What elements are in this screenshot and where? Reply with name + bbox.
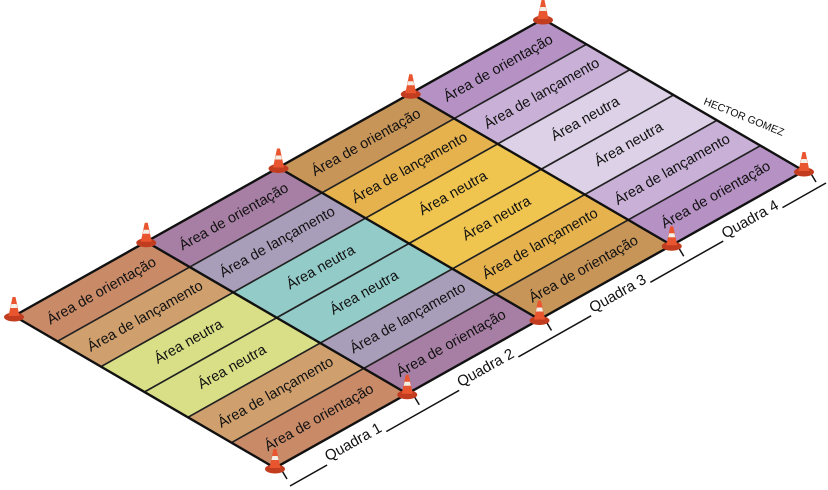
- court-label-background: [450, 342, 520, 393]
- court-divider-line: [542, 17, 805, 173]
- cones-layer: [4, 0, 814, 474]
- traffic-cone-icon: [661, 226, 682, 251]
- traffic-cone-icon: [533, 0, 553, 25]
- traffic-cone-icon: [268, 148, 289, 173]
- traffic-cone-icon: [794, 151, 814, 177]
- traffic-cone-icon: [400, 74, 421, 99]
- court-label-background: [715, 193, 785, 245]
- court-label-background: [318, 416, 388, 468]
- traffic-cone-icon: [529, 300, 550, 325]
- court-divider-line: [145, 240, 408, 395]
- traffic-cone-icon: [397, 374, 418, 400]
- strips-layer: [12, 17, 806, 470]
- traffic-cone-icon: [4, 297, 24, 322]
- traffic-cone-icon: [136, 222, 157, 248]
- court-label-background: [583, 268, 653, 319]
- traffic-cone-icon: [265, 448, 285, 474]
- court-divider-line: [13, 314, 276, 470]
- court-divider-line: [277, 166, 541, 321]
- court-divider-line: [410, 92, 673, 247]
